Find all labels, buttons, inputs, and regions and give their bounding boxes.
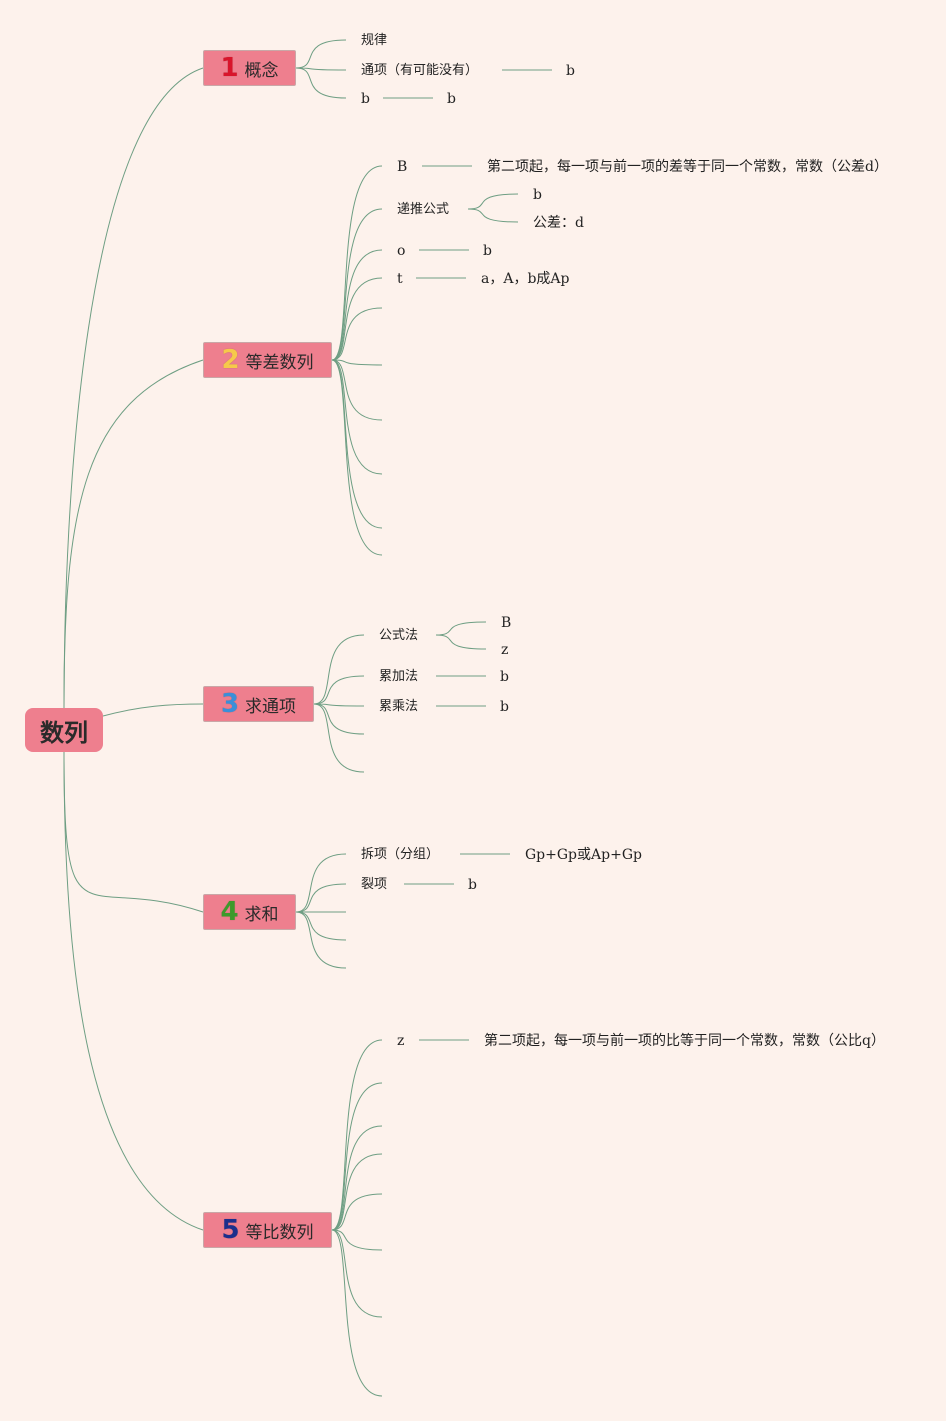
branch-label-5: 等比数列 xyxy=(245,1222,314,1243)
connector-curve xyxy=(435,634,487,650)
topic-1-3-child[interactable]: b xyxy=(447,91,456,107)
branch-number-3: 3 xyxy=(220,689,240,719)
connector-curve xyxy=(331,1153,383,1231)
topic-2-1-child[interactable]: 第二项起，每一项与前一项的差等于同一个常数，常数（公差d） xyxy=(487,159,888,175)
connector-root-curve xyxy=(102,703,204,717)
topic-3-2-child[interactable]: b xyxy=(500,669,509,685)
connector-curve xyxy=(435,621,487,636)
connector-curve xyxy=(331,359,383,556)
branch-node-3[interactable]: 3 求通项 xyxy=(203,686,314,722)
topic-2-2-child-1[interactable]: b xyxy=(533,187,542,203)
topic-2-3[interactable]: o xyxy=(397,243,406,259)
connector-curve xyxy=(331,208,383,361)
connector-curve xyxy=(331,359,383,529)
branch-number-2: 2 xyxy=(221,345,240,375)
connector-curve xyxy=(295,883,347,913)
topic-3-2[interactable]: 累加法 xyxy=(379,669,419,684)
topic-1-2[interactable]: 通项（有可能没有） xyxy=(361,63,479,78)
connector-curve xyxy=(295,911,347,941)
connector-curve xyxy=(313,675,365,705)
connector-curve xyxy=(331,307,383,361)
connector-curve xyxy=(313,703,365,735)
topic-1-1[interactable]: 规律 xyxy=(361,33,388,48)
topic-2-2[interactable]: 递推公式 xyxy=(397,202,450,217)
connector-curve xyxy=(331,1193,383,1231)
branch-number-4: 4 xyxy=(220,897,239,927)
topic-4-2-child[interactable]: b xyxy=(468,877,477,893)
branch-node-5[interactable]: 5 等比数列 xyxy=(203,1212,332,1248)
connector-curve xyxy=(295,67,347,71)
branch-label-3: 求通项 xyxy=(245,696,297,717)
topic-2-1[interactable]: B xyxy=(397,159,408,175)
topic-3-3[interactable]: 累乘法 xyxy=(379,699,419,714)
topic-2-4[interactable]: t xyxy=(397,271,403,287)
topic-4-1-child[interactable]: Gp+Gp或Ap+Gp xyxy=(525,847,642,863)
topic-1-2-child[interactable]: b xyxy=(566,63,575,79)
connector-curve xyxy=(295,853,347,913)
connector-curve xyxy=(295,67,347,99)
connector-root-curve xyxy=(63,359,204,709)
root-label: 数列 xyxy=(40,718,88,747)
connector-curve xyxy=(331,165,383,361)
branch-node-4[interactable]: 4 求和 xyxy=(203,894,296,930)
branch-label-2: 等差数列 xyxy=(245,352,314,373)
connector-curve xyxy=(313,703,365,773)
topic-5-1[interactable]: z xyxy=(397,1033,405,1049)
connector-curve xyxy=(331,359,383,421)
connector-root-curve xyxy=(63,751,204,1231)
connector-curve xyxy=(295,39,347,69)
branch-node-1[interactable]: 1 概念 xyxy=(203,50,296,86)
topic-4-2[interactable]: 裂项 xyxy=(361,877,388,892)
topic-2-3-child[interactable]: b xyxy=(483,243,492,259)
connector-curve xyxy=(467,208,519,223)
topic-5-1-child[interactable]: 第二项起，每一项与前一项的比等于同一个常数，常数（公比q） xyxy=(484,1033,885,1049)
connector-curve xyxy=(331,1229,383,1251)
topic-3-1[interactable]: 公式法 xyxy=(379,628,419,643)
connector-curve xyxy=(331,249,383,361)
topic-1-3[interactable]: b xyxy=(361,91,370,107)
root-node[interactable]: 数列 xyxy=(25,708,103,752)
topic-3-3-child[interactable]: b xyxy=(500,699,509,715)
connector-curve xyxy=(331,359,383,475)
topic-2-4-child[interactable]: a，A，b成Ap xyxy=(481,271,570,287)
connector-curve xyxy=(331,1125,383,1231)
topic-3-1-child-2[interactable]: z xyxy=(501,642,509,658)
connector-root-curve xyxy=(63,67,204,709)
branch-node-2[interactable]: 2 等差数列 xyxy=(203,342,332,378)
connector-curve xyxy=(331,1229,383,1397)
connector-root-curve xyxy=(63,751,204,913)
connector-curve xyxy=(295,911,347,969)
connector-curve xyxy=(331,1082,383,1231)
topic-2-2-child-2[interactable]: 公差：d xyxy=(533,215,584,231)
branch-number-1: 1 xyxy=(220,53,239,83)
connector-curve xyxy=(331,277,383,361)
branch-number-5: 5 xyxy=(221,1215,240,1245)
branch-label-4: 求和 xyxy=(244,904,279,925)
connector-curve xyxy=(331,359,383,366)
topic-4-1[interactable]: 拆项（分组） xyxy=(361,847,440,862)
connector-curve xyxy=(331,1039,383,1231)
connector-curve xyxy=(313,634,365,705)
connector-curve xyxy=(313,703,365,707)
branch-label-1: 概念 xyxy=(244,60,279,81)
topic-3-1-child-1[interactable]: B xyxy=(501,615,512,631)
connector-curve xyxy=(331,1229,383,1318)
connector-curve xyxy=(467,193,519,210)
